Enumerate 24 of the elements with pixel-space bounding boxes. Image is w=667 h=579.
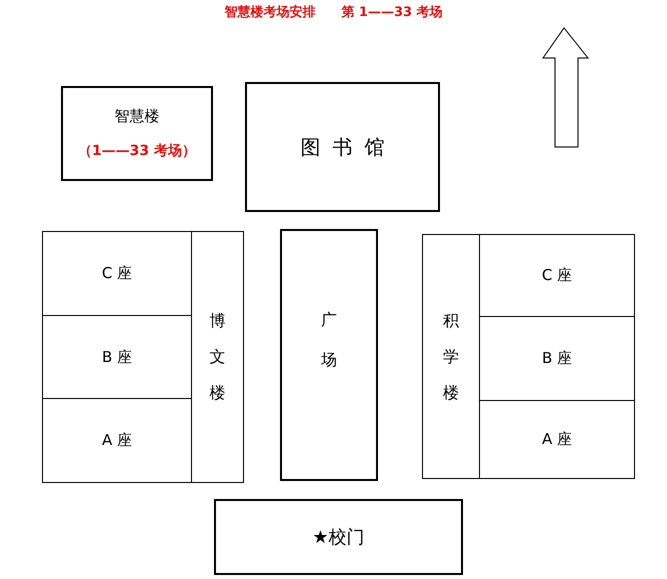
building-box <box>422 234 480 479</box>
title: 智慧楼考场安排 第 1——33 考场 <box>223 4 444 21</box>
room-range: （1——33 考场） <box>78 142 196 160</box>
gate-name: ★校门 <box>312 526 365 549</box>
wing-name: B 座 <box>542 349 572 368</box>
wing-name: A 座 <box>102 431 132 450</box>
gate-box <box>214 499 463 575</box>
wing-cell <box>42 398 192 483</box>
wing-cell <box>479 234 635 317</box>
building-name: 积学楼 <box>442 310 460 404</box>
wing-name: C 座 <box>102 264 132 283</box>
building-name: 博文楼 <box>208 310 226 404</box>
building-box <box>191 231 244 483</box>
wing-name: C 座 <box>542 266 572 285</box>
building-name: 图书馆 <box>300 134 396 160</box>
wing-cell <box>42 231 192 316</box>
wing-name: A 座 <box>542 430 572 449</box>
wing-name: B 座 <box>102 348 132 366</box>
plaza-box <box>280 229 378 481</box>
building-box <box>61 86 213 181</box>
wing-cell <box>479 400 635 479</box>
building-name: 智慧楼 <box>114 107 160 126</box>
building-box <box>245 82 440 212</box>
plaza-name: 广场 <box>320 309 338 371</box>
